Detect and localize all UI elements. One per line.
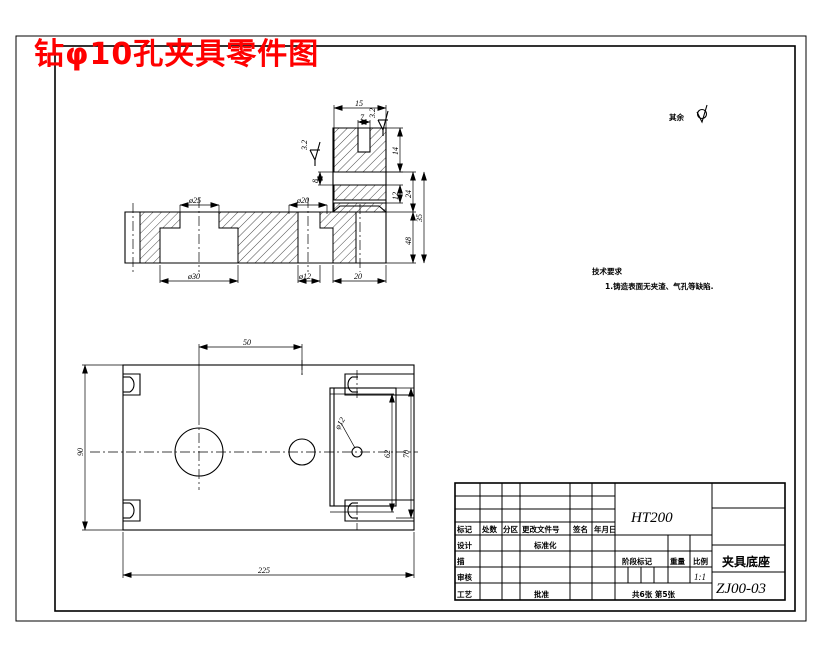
tb-header-nianyueri: 年月日: [594, 524, 617, 534]
tb-weight-label: 重量: [670, 556, 685, 566]
dim-label-7: 7: [360, 113, 365, 122]
dim-label-225: 225: [258, 566, 270, 575]
dim-d25: [179, 202, 220, 214]
dim-label-90: 90: [76, 448, 85, 456]
plan-centerlines: [90, 360, 418, 530]
dim-label-50: 50: [243, 338, 251, 347]
tech-req-item-1: 1.铸造表面无夹渣、气孔等缺陷.: [605, 281, 714, 291]
plan-hole-callout: φ12: [333, 416, 356, 449]
tb-stage-label: 阶段标记: [622, 556, 652, 566]
sheet-border: [15, 35, 807, 622]
plan-hole-callout-label: φ12: [333, 416, 347, 431]
tb-scale-label: 比例: [693, 556, 708, 566]
dim-label-12: 12: [391, 192, 400, 200]
tech-req-heading: 技术要求: [592, 266, 622, 276]
tb-part-name: 夹具底座: [722, 554, 770, 569]
tb-mid-pizhun: 批准: [534, 589, 549, 599]
general-roughness-note: 其余: [669, 104, 708, 124]
dim-label-48: 35: [415, 214, 424, 223]
roughness-value-top: 3.2: [368, 108, 377, 119]
tb-role-gongyi: 工艺: [457, 589, 472, 599]
dim-label-d20: ø20: [296, 196, 309, 205]
dim-label-d25: ø25: [188, 196, 201, 205]
roughness-symbol-left: 3.2: [300, 140, 321, 166]
tb-material: HT200: [630, 510, 673, 526]
dim-label-d12: ø12: [298, 272, 311, 281]
dim-20: [332, 265, 387, 284]
plan-outline: [122, 364, 415, 531]
dim-70: [396, 387, 414, 519]
tb-header-biaoji: 标记: [456, 524, 472, 534]
dim-d30: [159, 265, 239, 284]
tb-role-shenhe: 审核: [457, 572, 472, 582]
roughness-symbol-top: 3.2: [368, 108, 389, 136]
tb-header-qianming: 签名: [572, 524, 588, 534]
title-block-right-grid: [712, 507, 785, 573]
dim-label-d30: ø30: [187, 272, 200, 281]
top-plan-view: φ12 50 225 90: [76, 338, 418, 578]
general-roughness-label: 其余: [669, 112, 684, 122]
page-title: 钻φ10孔夹具零件图: [34, 37, 320, 72]
dim-12: [386, 184, 403, 204]
dim-62: [330, 393, 395, 513]
dim-label-8: 8: [311, 179, 320, 183]
dim-7: [357, 119, 371, 128]
dim-label-20: 20: [354, 272, 362, 281]
dim-d12: [297, 265, 321, 284]
dim-label-24: 24: [404, 190, 413, 198]
title-block-change-grid: [455, 482, 616, 601]
dim-d20: [288, 202, 328, 214]
title-block: 标记 处数 分区 更改文件号 签名 年月日 设计 标准化 描 审核 工艺 批准: [454, 482, 786, 601]
tb-mid-biaozhunhua: 标准化: [533, 540, 557, 550]
dim-35: [386, 211, 416, 264]
dim-50: [198, 344, 303, 415]
boss-internal-lines: [332, 128, 387, 213]
dim-label-62: 62: [383, 450, 392, 458]
plan-right-pad: [329, 387, 397, 507]
dim-label-70: 70: [402, 450, 411, 458]
tb-role-sheji: 设计: [457, 540, 472, 550]
front-section-view: ø25 ø30 ø20 ø12: [124, 99, 427, 284]
dim-label-14: 14: [391, 147, 400, 155]
dim-225: [122, 532, 415, 578]
plan-left-slots: [123, 373, 141, 522]
tb-scale-value: 1:1: [694, 572, 706, 582]
technical-requirements: 技术要求 1.铸造表面无夹渣、气孔等缺陷.: [592, 266, 714, 291]
tb-sheet-count: 共6张 第5张: [632, 589, 676, 599]
dim-label-15: 15: [355, 99, 363, 108]
dim-label-35: 48: [404, 237, 413, 245]
tb-header-chushu: 处数: [481, 524, 497, 534]
section-centerlines: [132, 198, 361, 272]
dim-8: [317, 171, 334, 186]
tb-header-fenqu: 分区: [503, 524, 518, 534]
dim-90: [82, 364, 123, 531]
tb-drawing-number: ZJ00-03: [716, 581, 766, 597]
roughness-value-left: 3.2: [300, 140, 309, 151]
tb-role-miao: 描: [457, 556, 465, 566]
tb-header-genggai: 更改文件号: [522, 524, 560, 534]
title-block-middle-grid: [615, 483, 713, 600]
section-hatching: [139, 127, 387, 264]
